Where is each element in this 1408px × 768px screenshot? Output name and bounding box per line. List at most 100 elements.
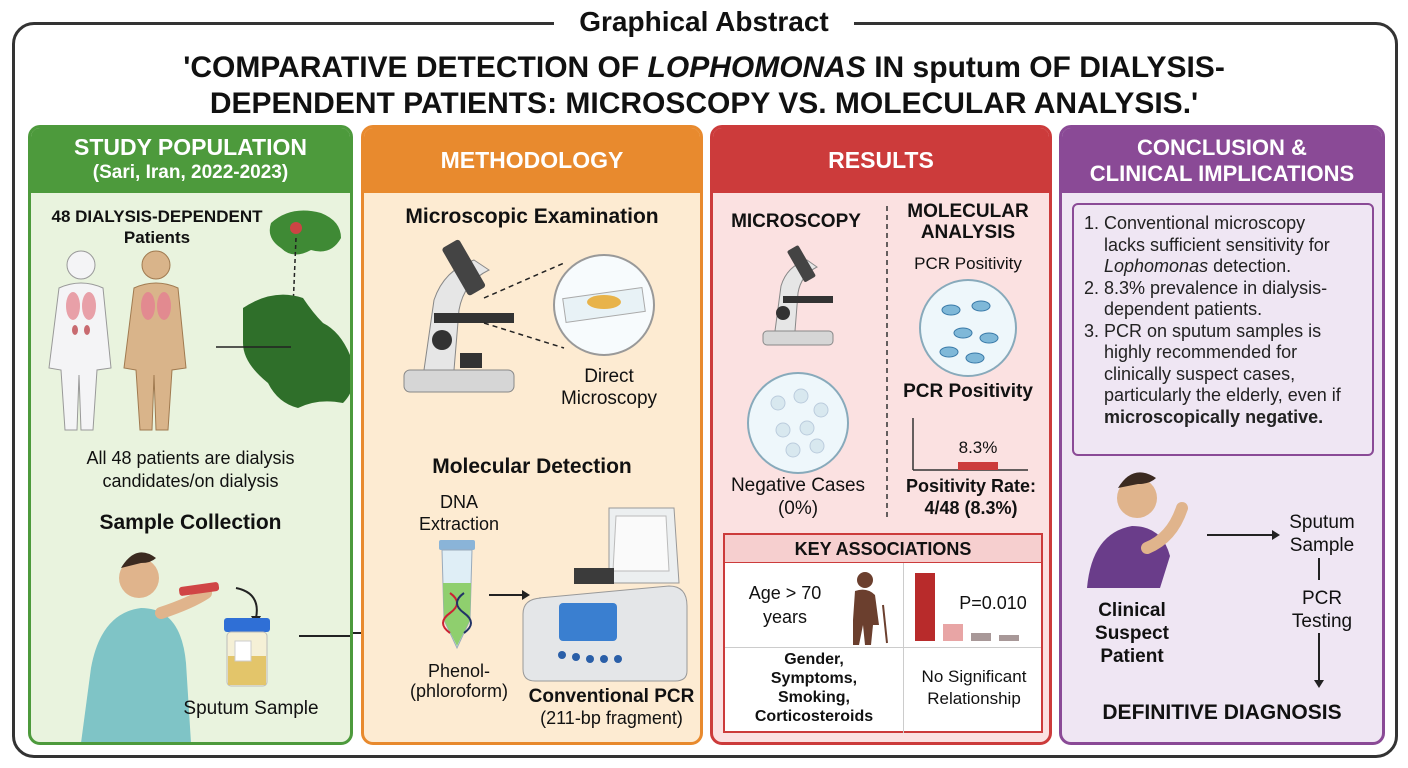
point-1-italic: Lophomonas [1104, 256, 1209, 276]
bar-label: 8.3% [958, 438, 998, 457]
world-map-icon [269, 210, 341, 255]
point-3-line-a: 3. PCR on sputum samples is [1084, 320, 1322, 341]
conclusion-header: CONCLUSION & CLINICAL IMPLICATIONS [1062, 128, 1382, 193]
microscopic-examination-heading: Microscopic Examination [405, 205, 659, 228]
microscope-icon [403, 239, 515, 393]
microscope-icon [762, 245, 834, 346]
factor-smoking: Smoking, [777, 689, 850, 706]
clinical-line1: Clinical [1098, 600, 1166, 621]
negative-dish-icon [747, 372, 849, 474]
negative-line2: (0%) [777, 498, 819, 519]
direct-line2: Microscopy [560, 388, 658, 409]
no-relationship-line2: Relationship [927, 689, 1021, 708]
clinical-line3: Patient [1100, 646, 1164, 667]
point-3-line-d: particularly the elderly, even if [1104, 385, 1341, 405]
key-associations-title: KEY ASSOCIATIONS [794, 539, 972, 559]
point-3-line-b: highly recommended for [1104, 342, 1298, 362]
study-population-subtitle: (Sari, Iran, 2022-2023) [92, 162, 289, 183]
phenol-line2: (phloroform) [409, 681, 509, 701]
sputum-container-icon [224, 618, 270, 687]
patients-line2: Patients [123, 228, 191, 247]
conventional-pcr-line2: (211-bp fragment) [540, 708, 683, 728]
point-1-tail: detection. [1208, 256, 1292, 276]
conc-pcr-line2: Testing [1291, 611, 1353, 632]
conclusion-illustrations [1087, 472, 1324, 688]
conclusion-points-box: 1. Conventional microscopy lacks suffici… [1072, 203, 1374, 456]
age-line1: Age > 70 [748, 583, 822, 603]
note-line2: candidates/on dialysis [102, 471, 279, 491]
point-1-line-b: lacks sufficient sensitivity for [1104, 234, 1330, 255]
title-italic: LOPHOMONAS [647, 51, 866, 84]
methodology-title: METHODOLOGY [440, 147, 624, 173]
conclusion-title-line2: CLINICAL IMPLICATIONS [1089, 161, 1355, 186]
sputum-sample-label: Sputum Sample [183, 698, 319, 719]
point-2-line-b: dependent patients. [1104, 299, 1263, 319]
conclusion-panel: CONCLUSION & CLINICAL IMPLICATIONS 1. Co… [1059, 125, 1385, 745]
study-population-panel: STUDY POPULATION (Sari, Iran, 2022-2023)… [28, 125, 353, 745]
associations-illustrations [853, 572, 1019, 645]
pcr-positivity-mid: PCR Positivity [903, 381, 1033, 402]
no-relationship-line1: No Significant [921, 667, 1027, 686]
association-bar [971, 633, 991, 641]
elderly-person-icon [853, 572, 888, 645]
graphical-abstract-label: Graphical Abstract [554, 4, 854, 40]
methodology-header: METHODOLOGY [364, 128, 700, 193]
iran-map-icon [243, 294, 350, 408]
results-panel: RESULTS MICROSCOPY MOLECULAR ANALYSIS PC… [710, 125, 1052, 745]
molecular-line2: ANALYSIS [920, 222, 1016, 243]
age-line2: years [762, 607, 807, 627]
conclusion-title-line1: CONCLUSION & [1137, 135, 1307, 160]
definitive-diagnosis: DEFINITIVE DIAGNOSIS [1102, 701, 1342, 724]
factor-corticosteroids: Corticosteroids [754, 708, 874, 725]
human-figure-icon [48, 250, 112, 431]
association-bar [915, 573, 935, 641]
point-3-line-c: clinically suspect cases, [1104, 363, 1296, 384]
point-1-line-c: Lophomonas detection. [1084, 256, 1374, 278]
title-part2: IN sputum OF DIALYSIS- [865, 51, 1225, 84]
title-line2: DEPENDENT PATIENTS: MICROSCOPY VS. MOLEC… [209, 87, 1199, 120]
patient-coughing-icon [1087, 472, 1188, 588]
conc-sputum-line2: Sample [1289, 535, 1355, 556]
molecular-line1: MOLECULAR [907, 201, 1029, 222]
conclusion-points: 1. Conventional microscopy lacks suffici… [1084, 213, 1374, 428]
results-illustrations [747, 206, 1028, 518]
study-population-title: STUDY POPULATION [74, 134, 307, 160]
point-2-line-a: 2. 8.3% prevalence in dialysis- [1084, 277, 1328, 298]
p-value: P=0.010 [959, 593, 1027, 613]
conc-sputum-line1: Sputum [1289, 512, 1355, 533]
main-title: 'COMPARATIVE DETECTION OF LOPHOMONAS IN … [90, 50, 1318, 122]
molecular-detection-heading: Molecular Detection [432, 455, 632, 478]
dna-tube-icon [439, 540, 475, 650]
results-header: RESULTS [713, 128, 1049, 193]
methodology-panel: METHODOLOGY Microscopic Examination [361, 125, 703, 745]
sample-collection-heading: Sample Collection [99, 511, 282, 534]
person-coughing-icon [81, 552, 220, 742]
association-bar [999, 635, 1019, 641]
negative-line1: Negative Cases [730, 475, 866, 496]
lophomonas-dish-icon [919, 279, 1017, 377]
phenol-line1: Phenol- [427, 661, 491, 681]
title-part1: 'COMPARATIVE DETECTION OF [183, 51, 648, 84]
microscopy-heading: MICROSCOPY [731, 211, 861, 232]
population-illustrations [48, 210, 350, 742]
note-line1: All 48 patients are dialysis [86, 448, 295, 468]
factor-gender: Gender, [784, 651, 844, 668]
factor-symptoms: Symptoms, [770, 670, 858, 687]
direct-line1: Direct [584, 366, 634, 387]
positivity-bar [958, 462, 998, 470]
positivity-line1: Positivity Rate: [905, 476, 1037, 496]
conc-pcr-line1: PCR [1301, 588, 1343, 609]
study-population-header: STUDY POPULATION (Sari, Iran, 2022-2023) [31, 128, 350, 193]
key-associations-header: KEY ASSOCIATIONS [725, 535, 1041, 563]
key-associations-box: KEY ASSOCIATIONS Age > 70 years P=0.010 … [723, 533, 1043, 733]
slide-view-icon [553, 254, 655, 356]
pcr-positivity-top: PCR Positivity [914, 254, 1022, 273]
pcr-machine-icon [522, 507, 688, 682]
methodology-illustrations [403, 239, 688, 682]
patients-line1: 48 DIALYSIS-DEPENDENT [51, 207, 263, 226]
dna-line1: DNA [439, 492, 478, 512]
dna-line2: Extraction [418, 514, 500, 534]
clinical-line2: Suspect [1095, 623, 1169, 644]
human-figure-icon [123, 250, 187, 431]
association-bar [943, 624, 963, 641]
